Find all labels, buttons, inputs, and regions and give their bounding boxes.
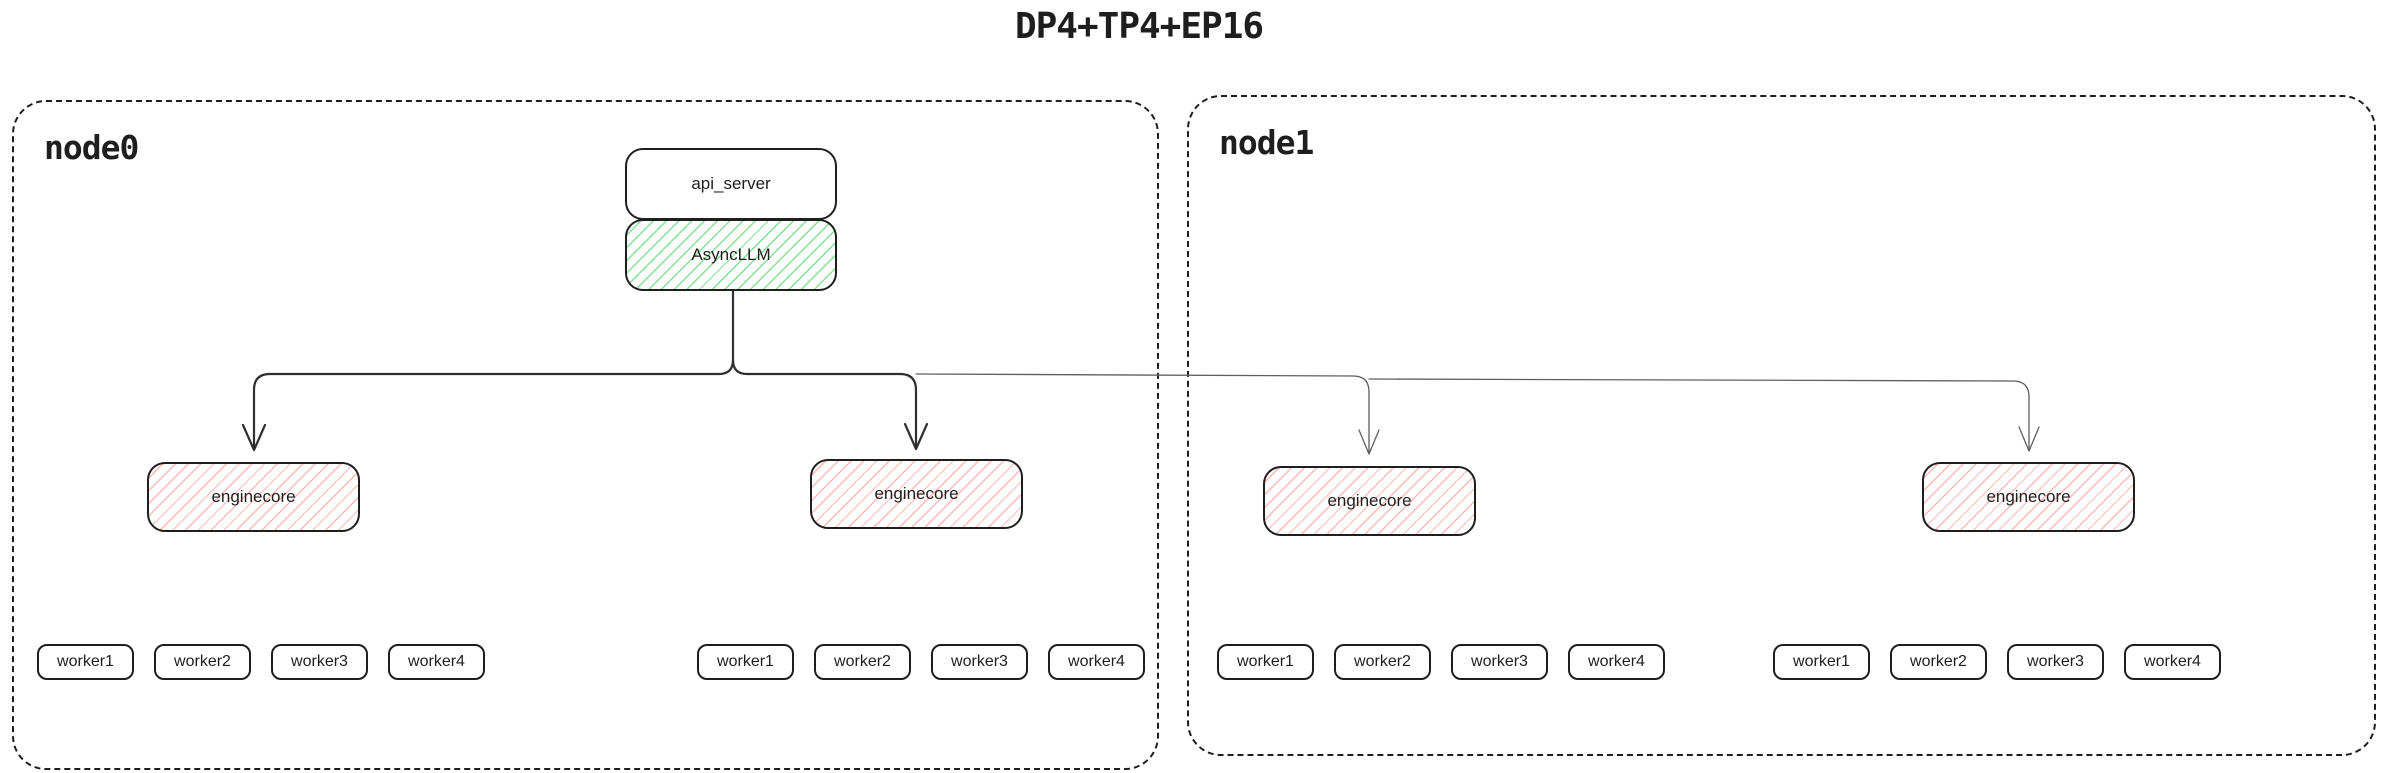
worker-box: worker3 bbox=[931, 644, 1028, 680]
worker-box: worker1 bbox=[1217, 644, 1314, 680]
worker-box: worker1 bbox=[697, 644, 794, 680]
worker-group-node1-dp3: worker1 worker2 worker3 worker4 bbox=[1217, 644, 1665, 680]
worker-group-node1-dp4: worker1 worker2 worker3 worker4 bbox=[1773, 644, 2221, 680]
worker-box: worker2 bbox=[814, 644, 911, 680]
worker-group-node0-dp1: worker1 worker2 worker3 worker4 bbox=[37, 644, 485, 680]
worker-box: worker2 bbox=[154, 644, 251, 680]
worker-box: worker4 bbox=[1568, 644, 1665, 680]
enginecore-box-1: enginecore bbox=[147, 462, 360, 532]
worker-box: worker1 bbox=[37, 644, 134, 680]
worker-box: worker2 bbox=[1334, 644, 1431, 680]
worker-box: worker3 bbox=[2007, 644, 2104, 680]
worker-box: worker1 bbox=[1773, 644, 1870, 680]
worker-box: worker2 bbox=[1890, 644, 1987, 680]
worker-box: worker4 bbox=[2124, 644, 2221, 680]
enginecore-box-3: enginecore bbox=[1263, 466, 1476, 536]
diagram-title: DP4+TP4+EP16 bbox=[1014, 6, 1264, 47]
node0-label: node0 bbox=[44, 128, 139, 167]
async-llm-box: AsyncLLM bbox=[625, 219, 837, 291]
enginecore-box-2: enginecore bbox=[810, 459, 1023, 529]
worker-box: worker4 bbox=[388, 644, 485, 680]
api-server-box: api_server bbox=[625, 148, 837, 220]
enginecore-box-4: enginecore bbox=[1922, 462, 2135, 532]
node1-label: node1 bbox=[1219, 123, 1314, 162]
worker-group-node0-dp2: worker1 worker2 worker3 worker4 bbox=[697, 644, 1145, 680]
worker-box: worker4 bbox=[1048, 644, 1145, 680]
worker-box: worker3 bbox=[1451, 644, 1548, 680]
worker-box: worker3 bbox=[271, 644, 368, 680]
